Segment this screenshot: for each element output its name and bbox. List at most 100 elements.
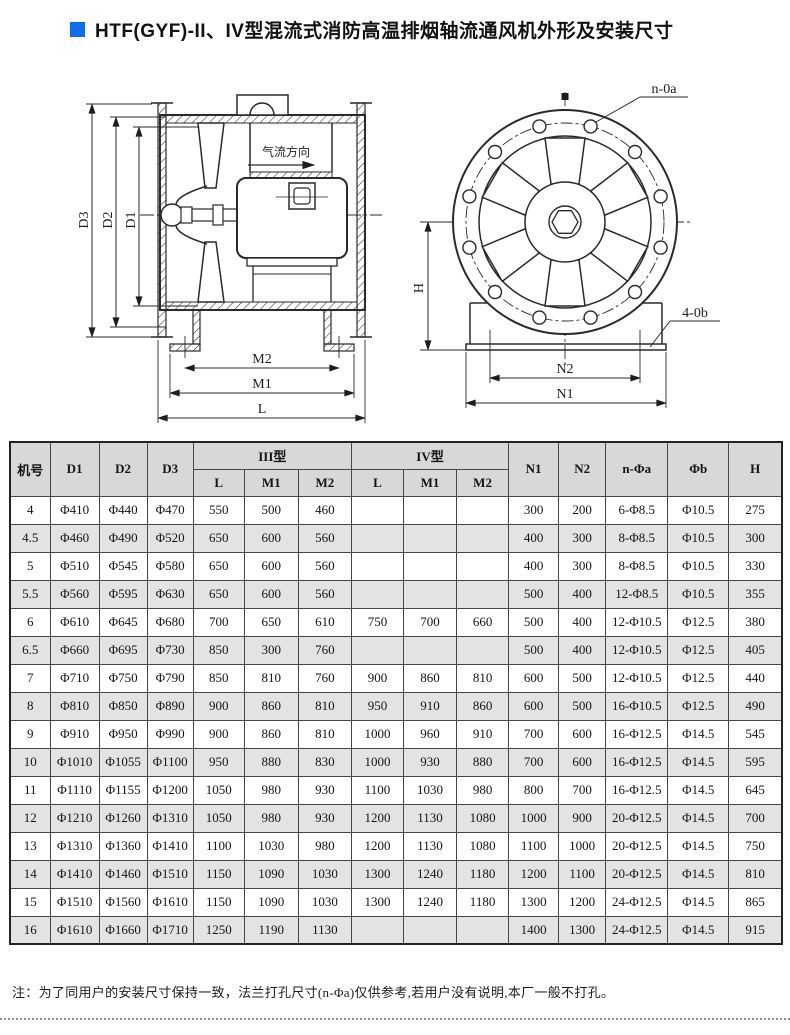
table-cell: 1250 [192,915,245,945]
table-cell [402,579,458,609]
table-cell [456,915,510,945]
table-cell: 1030 [402,775,458,805]
sub-header-iii-m1: M1 [243,468,299,497]
table-cell: 300 [728,523,783,553]
table-cell: Φ10.5 [667,579,730,609]
table-cell: 1130 [297,915,352,945]
table-cell: Φ560 [49,579,100,609]
table-cell: Φ12.5 [667,635,730,665]
table-cell: Φ12.5 [667,663,730,693]
dim-label-m1: M1 [252,377,271,392]
table-cell: Φ810 [49,691,100,721]
table-cell: 700 [728,803,783,833]
table-cell [456,551,510,581]
table-cell: Φ950 [98,719,148,749]
sub-header-iv-m1: M1 [402,468,458,497]
table-cell: Φ1360 [98,831,148,861]
table-cell: 860 [402,663,458,693]
table-cell: 500 [558,691,607,721]
table-cell: 300 [558,523,607,553]
table-cell: 810 [728,859,783,889]
table-cell [350,579,404,609]
table-cell: Φ630 [146,579,194,609]
table-cell: Φ470 [146,495,194,525]
table-cell: 660 [456,607,510,637]
table-cell: Φ1610 [146,887,194,917]
table-cell: 950 [350,691,404,721]
table-cell: Φ460 [49,523,100,553]
table-cell: 1200 [558,887,607,917]
col-header-d1: D1 [49,441,100,497]
table-cell: Φ1055 [98,747,148,777]
table-cell: 400 [508,523,560,553]
table-cell: 1050 [192,775,245,805]
table-cell: 750 [728,831,783,861]
table-cell: 1000 [350,719,404,749]
sub-header-iv-l: L [350,468,404,497]
dimension-drawing: 气流方向 D3 D2 D1 M2 M1 L [77,82,720,423]
table-cell: 8-Φ8.5 [605,523,669,553]
table-cell: 1150 [192,859,245,889]
table-cell: 355 [728,579,783,609]
table-cell: 1240 [402,859,458,889]
table-cell: 950 [192,747,245,777]
table-cell: 330 [728,551,783,581]
table-cell: 860 [243,719,299,749]
table-cell [350,495,404,525]
table-cell: 1300 [350,859,404,889]
table-cell: 960 [402,719,458,749]
table-cell: Φ14.5 [667,747,730,777]
col-group-type-iii: III型 [192,441,352,470]
table-cell: Φ14.5 [667,859,730,889]
table-cell: 500 [508,607,560,637]
table-cell: 880 [243,747,299,777]
table-cell: 595 [728,747,783,777]
table-cell: Φ750 [98,663,148,693]
side-view-labels: 气流方向 D3 D2 D1 M2 M1 L [77,144,310,417]
table-cell: 6-Φ8.5 [605,495,669,525]
table-cell: 5 [9,551,51,581]
table-cell: 380 [728,607,783,637]
table-cell: 865 [728,887,783,917]
table-cell: Φ680 [146,607,194,637]
table-cell: 760 [297,663,352,693]
dim-label-l: L [258,402,267,417]
table-cell: 980 [243,803,299,833]
airflow-direction-label: 气流方向 [262,144,310,159]
table-cell: 11 [9,775,51,805]
flange-hole-count-label: n-0a [652,82,678,97]
table-cell: Φ10.5 [667,523,730,553]
table-cell: Φ1460 [98,859,148,889]
table-cell [402,495,458,525]
table-cell: 16-Φ10.5 [605,691,669,721]
table-cell: 1100 [508,831,560,861]
table-cell [402,523,458,553]
title-bullet-icon [70,22,85,37]
table-cell: 1000 [508,803,560,833]
table-cell: Φ1410 [146,831,194,861]
table-cell: Φ490 [98,523,148,553]
table-cell: Φ660 [49,635,100,665]
table-cell: 1130 [402,831,458,861]
table-cell: Φ850 [98,691,148,721]
table-cell: Φ910 [49,719,100,749]
dimension-table: 机号 D1 D2 D3 III型 IV型 N1 N2 n-Φa Φb H L M… [9,441,783,945]
sub-header-iii-l: L [192,468,245,497]
table-cell: 12-Φ10.5 [605,607,669,637]
table-cell: Φ1310 [49,831,100,861]
table-cell: Φ510 [49,551,100,581]
table-cell: 8-Φ8.5 [605,551,669,581]
table-cell: 650 [192,579,245,609]
table-cell: 1190 [243,915,299,945]
dim-label-n1: N1 [556,387,573,402]
dim-label-d2: D2 [101,211,116,228]
table-cell: 1030 [297,859,352,889]
